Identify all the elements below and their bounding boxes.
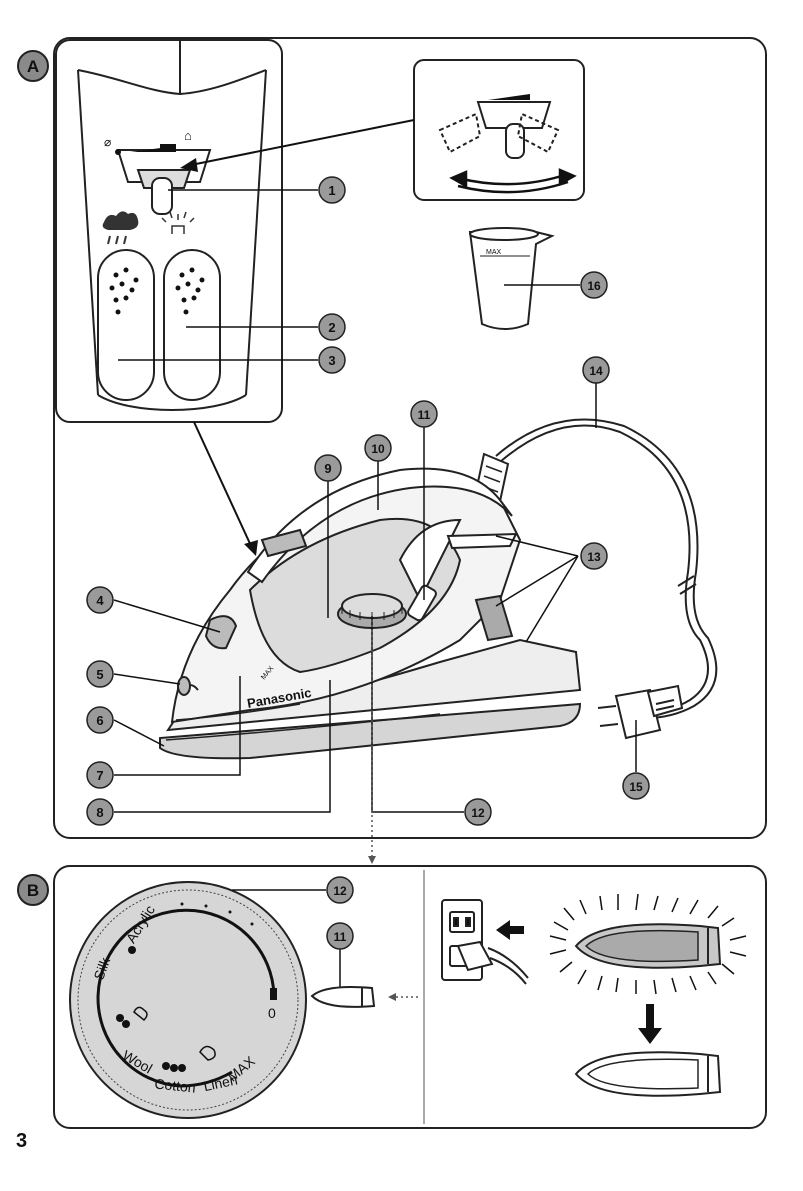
temperature-lamp-off <box>576 1052 720 1096</box>
callout-5: 5 <box>87 661 113 687</box>
svg-text:10: 10 <box>371 442 385 456</box>
svg-text:B: B <box>27 881 39 900</box>
svg-text:⌂: ⌂ <box>184 128 192 143</box>
page-number: 3 <box>16 1130 27 1153</box>
svg-text:7: 7 <box>96 768 103 783</box>
callout-10: 10 <box>365 435 391 461</box>
svg-text:1: 1 <box>328 183 335 198</box>
power-plug <box>598 686 682 738</box>
callout-11: 11 <box>411 401 437 427</box>
cup-max-mark: MAX <box>486 249 502 256</box>
callout-14: 14 <box>583 357 609 383</box>
section-label-a: A <box>18 51 48 81</box>
callout-8: 8 <box>87 799 113 825</box>
svg-text:4: 4 <box>96 593 104 608</box>
b-callout-11: 11 <box>327 923 353 949</box>
svg-text:3: 3 <box>328 353 335 368</box>
callout-15: 15 <box>623 773 649 799</box>
dial-label-off: 0 <box>268 1005 276 1021</box>
svg-text:9: 9 <box>324 461 331 476</box>
callout-1: 1 <box>319 177 345 203</box>
svg-text:14: 14 <box>589 364 603 378</box>
temperature-lamp-small <box>312 987 374 1007</box>
inset-to-iron-arrowhead <box>244 540 258 556</box>
svg-text:2: 2 <box>328 320 335 335</box>
svg-text:6: 6 <box>96 713 103 728</box>
section-label-b: B <box>18 875 48 905</box>
svg-text:15: 15 <box>629 780 643 794</box>
temperature-lamp-lit <box>550 894 746 994</box>
svg-text:8: 8 <box>96 805 103 820</box>
callout-16: 16 <box>581 272 607 298</box>
callout-12: 12 <box>465 799 491 825</box>
measuring-cup <box>470 228 552 329</box>
svg-text:12: 12 <box>333 884 347 898</box>
svg-text:A: A <box>27 57 39 76</box>
b-callout-12: 12 <box>327 877 353 903</box>
callout-3: 3 <box>319 347 345 373</box>
inset-to-iron-line <box>194 422 252 548</box>
lamp-to-panel-dotted-arrow <box>388 993 418 1001</box>
callout-6: 6 <box>87 707 113 733</box>
callout-2: 2 <box>319 314 345 340</box>
svg-text:⌀: ⌀ <box>104 135 111 149</box>
callout-7: 7 <box>87 762 113 788</box>
callout-4: 4 <box>87 587 113 613</box>
svg-text:12: 12 <box>471 806 485 820</box>
down-arrow <box>638 1004 662 1044</box>
svg-text:11: 11 <box>418 408 431 422</box>
plug-in-arrow <box>496 920 524 940</box>
svg-text:11: 11 <box>334 930 347 944</box>
svg-text:5: 5 <box>96 667 103 682</box>
callout-13: 13 <box>581 543 607 569</box>
svg-text:13: 13 <box>587 550 601 564</box>
callout-9: 9 <box>315 455 341 481</box>
svg-text:16: 16 <box>587 279 601 293</box>
